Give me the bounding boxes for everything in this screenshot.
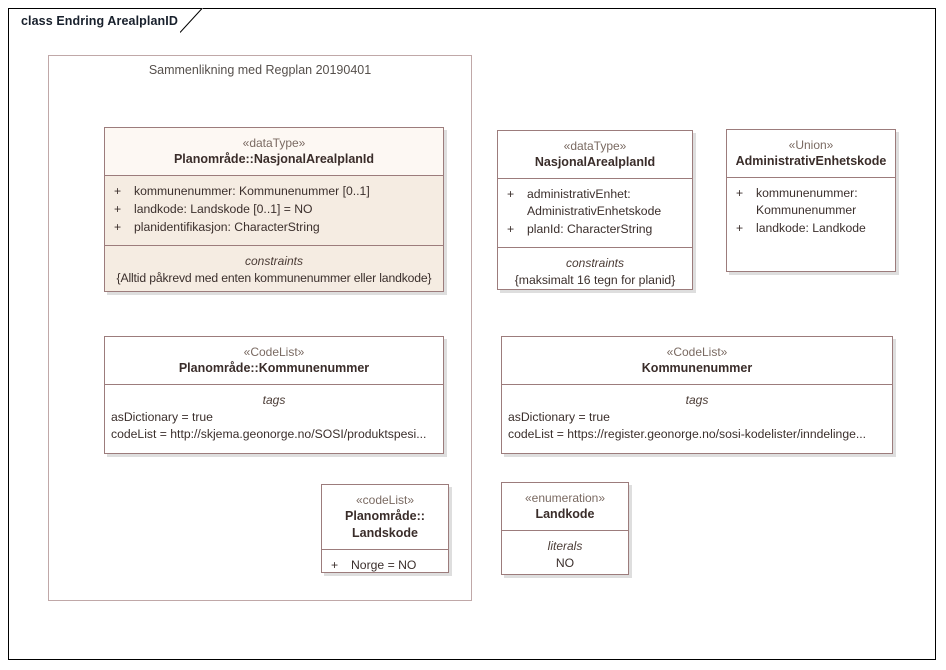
diagram-tab-corner-icon (180, 8, 206, 33)
class-header: «dataType» NasjonalArealplanId (498, 131, 692, 179)
tags-compartment: tags asDictionary = true codeList = http… (105, 385, 443, 451)
class-box-planomrade-kommunenummer[interactable]: «CodeList» Planområde::Kommunenummer tag… (104, 336, 444, 454)
stereotype-label: «codeList» (355, 493, 415, 507)
diagram-title-tab: class Endring ArealplanID (8, 8, 184, 33)
attribute-row[interactable]: + administrativEnhet: AdministrativEnhet… (504, 186, 686, 220)
constraint-row: {Alltid påkrevd med enten kommunenummer … (116, 271, 432, 285)
attribute-label: kommunenummer: Kommunenummer (756, 186, 858, 217)
attribute-label: planId: CharacterString (527, 222, 653, 236)
stereotype-label: «dataType» (242, 136, 306, 150)
attributes-compartment: + kommunenummer: Kommunenummer [0..1] + … (105, 176, 443, 245)
diagram-title-label: class Endring ArealplanID (21, 14, 178, 28)
constraints-title: constraints (565, 256, 625, 270)
tag-row: asDictionary = true (111, 410, 213, 424)
class-name-label: NasjonalArealplanId (534, 155, 656, 169)
class-name-label: Landkode (535, 507, 595, 521)
tag-row: asDictionary = true (508, 410, 610, 424)
constraint-row: {maksimalt 16 tegn for planid} (514, 273, 676, 287)
constraints-compartment: constraints {Alltid påkrevd med enten ko… (105, 245, 443, 295)
class-box-planomrade-nasjonalarealplanid[interactable]: «dataType» Planområde::NasjonalArealplan… (104, 127, 444, 292)
attribute-row[interactable]: + planidentifikasjon: CharacterString (111, 219, 437, 236)
attribute-label: Norge = NO (351, 558, 417, 572)
stereotype-label: «CodeList» (666, 345, 728, 359)
attribute-row[interactable]: + landkode: Landskode [0..1] = NO (111, 201, 437, 218)
class-box-landkode-enumeration[interactable]: «enumeration» Landkode literals NO (501, 482, 629, 575)
attributes-compartment: + Norge = NO (322, 550, 448, 583)
tag-row: codeList = http://skjema.geonorge.no/SOS… (111, 427, 427, 441)
tags-title: tags (685, 393, 709, 407)
package-frame-title: Sammenlikning med Regplan 20190401 (148, 63, 372, 77)
class-name-label: Planområde::Kommunenummer (178, 361, 370, 375)
attributes-compartment: + administrativEnhet: AdministrativEnhet… (498, 179, 692, 247)
diagram-frame (8, 8, 936, 660)
constraints-title: constraints (244, 254, 304, 268)
attribute-row[interactable]: + kommunenummer: Kommunenummer (733, 185, 889, 219)
class-name-label: Planområde::NasjonalArealplanId (173, 152, 375, 166)
class-box-kommunenummer[interactable]: «CodeList» Kommunenummer tags asDictiona… (501, 336, 893, 454)
class-header: «CodeList» Kommunenummer (502, 337, 892, 385)
attribute-label: landkode: Landskode [0..1] = NO (134, 202, 313, 216)
literal-row: NO (555, 556, 575, 570)
stereotype-label: «dataType» (563, 139, 627, 153)
stereotype-label: «CodeList» (243, 345, 305, 359)
class-header: «codeList» Planområde:: Landskode (322, 485, 448, 550)
class-name-label-line2: Landskode (352, 526, 418, 540)
attribute-row[interactable]: + kommunenummer: Kommunenummer [0..1] (111, 183, 437, 200)
visibility-marker: + (736, 186, 744, 200)
constraints-compartment: constraints {maksimalt 16 tegn for plani… (498, 247, 692, 297)
tags-compartment: tags asDictionary = true codeList = http… (502, 385, 892, 451)
attributes-compartment: + kommunenummer: Kommunenummer + landkod… (727, 178, 895, 246)
class-header: «CodeList» Planområde::Kommunenummer (105, 337, 443, 385)
stereotype-label: «enumeration» (524, 491, 606, 505)
tags-title: tags (262, 393, 286, 407)
attribute-label: kommunenummer: Kommunenummer [0..1] (134, 184, 370, 198)
class-header: «dataType» Planområde::NasjonalArealplan… (105, 128, 443, 176)
visibility-marker: + (114, 220, 122, 234)
class-name-label-line1: Planområde:: (345, 509, 425, 523)
attribute-row[interactable]: + planId: CharacterString (504, 221, 686, 238)
attribute-row[interactable]: + Norge = NO (328, 557, 442, 574)
literals-title: literals (547, 539, 583, 553)
class-box-planomrade-landskode[interactable]: «codeList» Planområde:: Landskode + Norg… (321, 484, 449, 573)
stereotype-label: «Union» (788, 138, 834, 152)
literals-compartment: literals NO (502, 531, 628, 580)
tag-row: codeList = https://register.geonorge.no/… (508, 427, 867, 441)
class-name-label: Kommunenummer (641, 361, 753, 375)
visibility-marker: + (507, 187, 515, 201)
class-header: «Union» AdministrativEnhetskode (727, 130, 895, 178)
visibility-marker: + (507, 222, 515, 236)
visibility-marker: + (736, 221, 744, 235)
visibility-marker: + (114, 184, 122, 198)
class-box-nasjonalarealplanid[interactable]: «dataType» NasjonalArealplanId + adminis… (497, 130, 693, 290)
class-box-administrativenhetskode[interactable]: «Union» AdministrativEnhetskode + kommun… (726, 129, 896, 272)
class-name-label: AdministrativEnhetskode (735, 154, 887, 168)
visibility-marker: + (114, 202, 122, 216)
attribute-label: landkode: Landkode (756, 221, 866, 235)
class-header: «enumeration» Landkode (502, 483, 628, 531)
package-frame (48, 55, 472, 601)
attribute-label: planidentifikasjon: CharacterString (134, 220, 320, 234)
attribute-label: administrativEnhet: AdministrativEnhetsk… (527, 187, 662, 218)
visibility-marker: + (331, 558, 339, 572)
attribute-row[interactable]: + landkode: Landkode (733, 220, 889, 237)
